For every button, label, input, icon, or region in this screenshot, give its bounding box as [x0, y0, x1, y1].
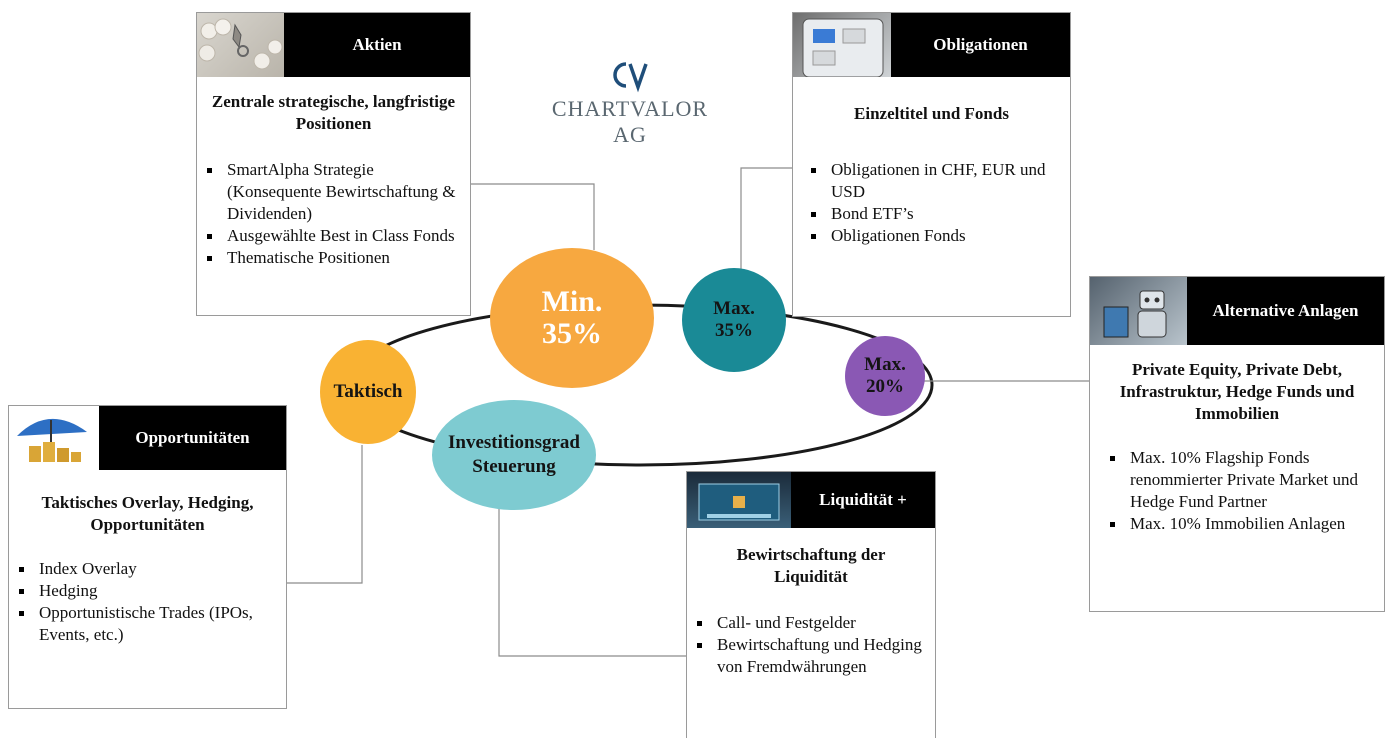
- card-subtitle-obligationen: Einzeltitel und Fonds: [854, 104, 1009, 123]
- card-liquiditaet: Liquidität + Bewirtschaftung der Liquidi…: [686, 471, 936, 738]
- list-item: Hedging: [11, 580, 278, 602]
- bubble-taktisch: Taktisch: [320, 340, 416, 444]
- list-item: Max. 10% Immobilien Anlagen: [1102, 513, 1374, 535]
- card-title-alternative: Alternative Anlagen: [1187, 277, 1384, 345]
- card-obligationen: Obligationen Einzeltitel und Fonds Oblig…: [792, 12, 1071, 317]
- connector-aktien: [470, 183, 595, 250]
- bubble-investitionsgrad: Investitionsgrad Steuerung: [432, 400, 596, 510]
- tablet-image: [793, 13, 891, 77]
- bubble-aktien-line1: Min.: [541, 285, 603, 318]
- connector-obligationen: [740, 167, 793, 275]
- card-list-obligationen: Obligationen in CHF, EUR und USD Bond ET…: [803, 159, 1062, 247]
- pearls-image: [197, 13, 284, 77]
- bubble-obligationen: Max. 35%: [682, 268, 786, 372]
- list-item: Opportunistische Trades (IPOs, Events, e…: [11, 602, 278, 646]
- card-title-opportunitaeten: Opportunitäten: [99, 406, 286, 470]
- bubble-obligationen-line1: Max.: [713, 298, 755, 319]
- logo-name: CHARTVALOR AG: [551, 96, 709, 147]
- card-title-liquiditaet: Liquidität +: [791, 472, 935, 528]
- connector-opportunitaeten: [287, 445, 363, 584]
- card-list-opportunitaeten: Index Overlay Hedging Opportunistische T…: [11, 558, 278, 646]
- list-item: Obligationen in CHF, EUR und USD: [803, 159, 1062, 203]
- bubble-alternative: Max. 20%: [845, 336, 925, 416]
- list-item: Obligationen Fonds: [803, 225, 1062, 247]
- list-item: Bewirtschaftung und Hedging von Fremdwäh…: [689, 634, 927, 678]
- list-item: Max. 10% Flagship Fonds renommierter Pri…: [1102, 447, 1374, 513]
- bubble-investitionsgrad-line2: Steuerung: [472, 456, 556, 477]
- card-list-liquiditaet: Call- und Festgelder Bewirtschaftung und…: [689, 612, 927, 678]
- card-list-aktien: SmartAlpha Strategie (Konsequente Bewirt…: [199, 159, 462, 269]
- card-subtitle-aktien: Zentrale strategische, langfristige Posi…: [211, 92, 456, 133]
- umbrella-coins-image: [9, 406, 99, 470]
- card-list-alternative: Max. 10% Flagship Fonds renommierter Pri…: [1102, 447, 1374, 535]
- bubble-obligationen-line2: 35%: [715, 320, 753, 341]
- chartvalor-logo: CHARTVALOR AG: [537, 58, 723, 147]
- card-title-obligationen: Obligationen: [891, 13, 1070, 77]
- robot-image: [1090, 277, 1187, 345]
- bubble-alternative-line1: Max.: [864, 354, 906, 375]
- bubble-investitionsgrad-line1: Investitionsgrad: [448, 432, 580, 453]
- bubble-aktien: Min. 35%: [490, 248, 654, 388]
- vault-image: [687, 472, 791, 528]
- card-subtitle-opportunitaeten: Taktisches Overlay, Hedging, Opportunitä…: [41, 493, 254, 534]
- card-opportunitaeten: Opportunitäten Taktisches Overlay, Hedgi…: [8, 405, 287, 709]
- card-subtitle-liquiditaet: Bewirtschaftung der Liquidität: [736, 545, 886, 586]
- list-item: Thematische Positionen: [199, 247, 462, 269]
- connector-liquiditaet: [498, 505, 687, 657]
- card-aktien: Aktien Zentrale strategische, langfristi…: [196, 12, 471, 316]
- list-item: SmartAlpha Strategie (Konsequente Bewirt…: [199, 159, 462, 225]
- logo-mark-icon: [613, 62, 648, 93]
- list-item: Bond ETF’s: [803, 203, 1062, 225]
- card-alternative: Alternative Anlagen Private Equity, Priv…: [1089, 276, 1385, 612]
- list-item: Call- und Festgelder: [689, 612, 927, 634]
- bubble-alternative-line2: 20%: [866, 376, 904, 397]
- card-subtitle-alternative: Private Equity, Private Debt, Infrastruk…: [1119, 360, 1355, 423]
- bubble-taktisch-label: Taktisch: [333, 381, 403, 402]
- card-title-aktien: Aktien: [284, 13, 470, 77]
- list-item: Index Overlay: [11, 558, 278, 580]
- list-item: Ausgewählte Best in Class Fonds: [199, 225, 462, 247]
- bubble-aktien-line2: 35%: [542, 317, 602, 350]
